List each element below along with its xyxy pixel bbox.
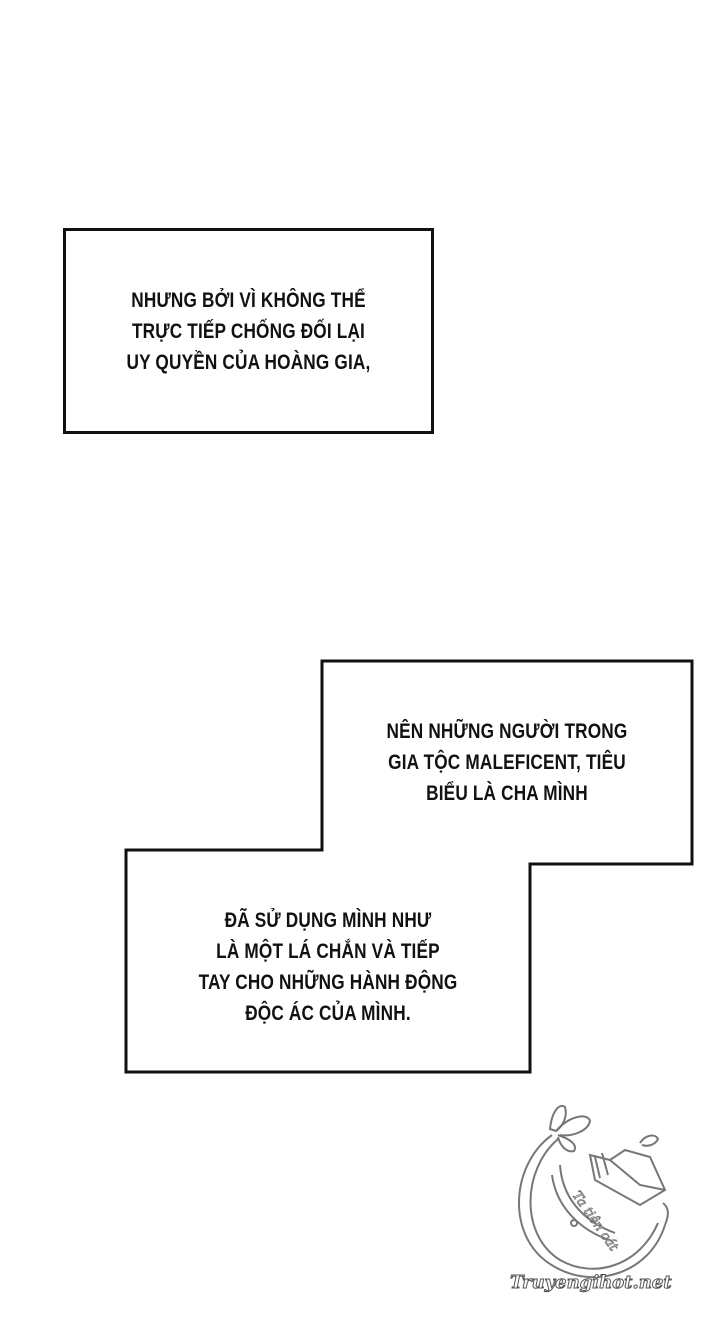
caption-text-3: ĐÃ SỬ DỤNG MÌNH NHƯ LÀ MỘT LÁ CHẮN VÀ TI… bbox=[162, 905, 493, 1029]
caption-text-1: NHƯNG BỞI VÌ KHÔNG THỂ TRỰC TIẾP CHỐNG Đ… bbox=[96, 285, 400, 378]
caption-box-1 bbox=[63, 228, 434, 434]
caption-line: NÊN NHỮNG NGƯỜI TRONG bbox=[386, 720, 628, 743]
caption-text-2: NÊN NHỮNG NGƯỜI TRONG GIA TỘC MALEFICENT… bbox=[355, 716, 658, 809]
caption-line: NHƯNG BỞI VÌ KHÔNG THỂ bbox=[131, 289, 366, 312]
caption-line: TAY CHO NHỮNG HÀNH ĐỘNG bbox=[198, 971, 458, 994]
caption-line: UY QUYỀN CỦA HOÀNG GIA, bbox=[126, 351, 371, 374]
caption-line: ĐÃ SỬ DỤNG MÌNH NHƯ bbox=[224, 909, 432, 932]
watermark-site-text: Truyengihot.net bbox=[510, 1272, 673, 1294]
open-book-icon bbox=[588, 1134, 667, 1207]
caption-line: LÀ MỘT LÁ CHẮN VÀ TIẾP bbox=[216, 940, 440, 963]
caption-line: TRỰC TIẾP CHỐNG ĐỐI LẠI bbox=[131, 320, 366, 343]
caption-line: ĐỘC ÁC CỦA MÌNH. bbox=[245, 1002, 411, 1025]
watermark-logo: Ta tiên cát bbox=[518, 1105, 669, 1279]
caption-line: BIỂU LÀ CHA MÌNH bbox=[426, 782, 588, 805]
crescent-moon-icon bbox=[518, 1134, 669, 1279]
script-band bbox=[551, 1164, 616, 1242]
butterfly-icon bbox=[548, 1105, 592, 1153]
caption-line: GIA TỘC MALEFICENT, TIÊU bbox=[388, 751, 626, 774]
